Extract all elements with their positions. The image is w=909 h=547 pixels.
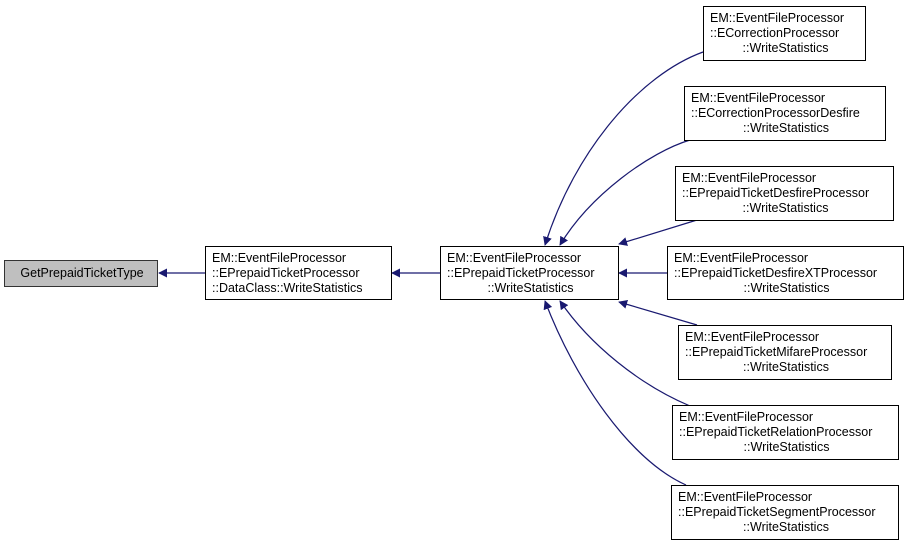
node-label-line: ::WriteStatistics — [742, 201, 829, 215]
node-eprepaid-ticket-segment-processor-write-statistics[interactable]: EM::EventFileProcessor ::EPrepaidTicketS… — [671, 485, 899, 540]
node-label-line: ::EPrepaidTicketDesfireXTProcessor — [674, 265, 878, 280]
node-label-line: EM::EventFileProcessor — [710, 11, 845, 25]
node-label-line: EM::EventFileProcessor — [678, 490, 813, 504]
edge-n3-n2 — [543, 51, 704, 246]
node-ecorrection-processor-desfire-write-statistics[interactable]: EM::EventFileProcessor ::ECorrectionProc… — [684, 86, 886, 141]
node-label-line: ::EPrepaidTicketMifareProcessor — [685, 345, 868, 359]
node-label-line: ::EPrepaidTicketProcessor — [212, 265, 360, 280]
node-label-line: ::DataClass::WriteStatistics — [212, 280, 363, 295]
node-label-line: ::WriteStatistics — [743, 121, 829, 135]
node-label-line: EM::EventFileProcessor — [682, 171, 817, 185]
node-dataclass-write-statistics[interactable]: EM::EventFileProcessor ::EPrepaidTicketP… — [205, 246, 392, 300]
node-label-line: ::WriteStatistics — [743, 520, 829, 534]
edge-n5-n2 — [618, 219, 698, 246]
node-label-line: EM::EventFileProcessor — [212, 250, 347, 265]
node-eprepaid-ticket-desfire-processor-write-statistics[interactable]: EM::EventFileProcessor ::EPrepaidTicketD… — [675, 166, 894, 221]
node-eprepaid-ticket-relation-processor-write-statistics[interactable]: EM::EventFileProcessor ::EPrepaidTicketR… — [672, 405, 899, 460]
edge-n7-n2 — [618, 299, 698, 326]
node-label-line: ::ECorrectionProcessorDesfire — [691, 106, 860, 120]
edge-n8-n2 — [559, 300, 691, 407]
node-label-line: ::EPrepaidTicketSegmentProcessor — [678, 505, 876, 519]
node-label-line: ::WriteStatistics — [743, 360, 829, 374]
edge-n9-n2 — [543, 300, 687, 486]
node-label: GetPrepaidTicketType — [20, 266, 144, 280]
node-label-line: ::EPrepaidTicketDesfireProcessor — [682, 186, 870, 200]
node-label-line: EM::EventFileProcessor — [447, 250, 582, 265]
node-label-line: EM::EventFileProcessor — [685, 330, 820, 344]
node-label-line: ::WriteStatistics — [743, 440, 830, 454]
node-eprepaid-ticket-desfire-xt-processor-write-statistics[interactable]: EM::EventFileProcessor ::EPrepaidTicketD… — [667, 246, 904, 300]
node-label-line: ::WriteStatistics — [487, 280, 574, 295]
node-label-line: EM::EventFileProcessor — [674, 250, 809, 265]
node-label-line: ::EPrepaidTicketRelationProcessor — [679, 425, 873, 439]
node-label-line: ::EPrepaidTicketProcessor — [447, 265, 595, 280]
node-label-line: ::WriteStatistics — [742, 41, 829, 55]
node-ecorrection-processor-write-statistics[interactable]: EM::EventFileProcessor ::ECorrectionProc… — [703, 6, 866, 61]
edge-n4-n2 — [559, 139, 691, 246]
node-label-line: ::ECorrectionProcessor — [710, 26, 840, 40]
node-label-line: EM::EventFileProcessor — [679, 410, 814, 424]
node-eprepaid-ticket-mifare-processor-write-statistics[interactable]: EM::EventFileProcessor ::EPrepaidTicketM… — [678, 325, 892, 380]
node-label-line: EM::EventFileProcessor — [691, 91, 826, 105]
node-label-line: ::WriteStatistics — [743, 280, 830, 295]
node-get-prepaid-ticket-type[interactable]: GetPrepaidTicketType — [4, 260, 158, 287]
node-eprepaid-ticket-processor-write-statistics[interactable]: EM::EventFileProcessor ::EPrepaidTicketP… — [440, 246, 619, 300]
